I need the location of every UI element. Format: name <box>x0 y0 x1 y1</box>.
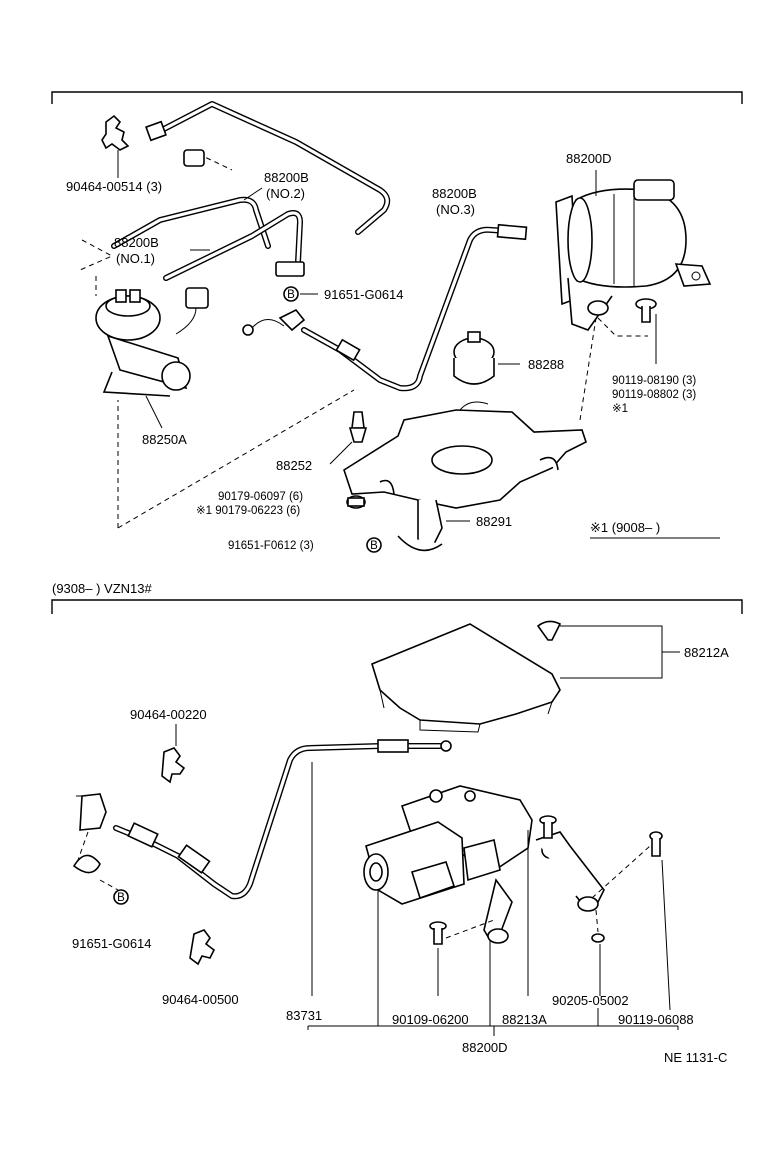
upper-frame <box>51 91 743 104</box>
hose-88200b-no3 <box>145 101 391 235</box>
hose-88200b-no1 <box>163 210 303 281</box>
label-90179-06097: 90179-06097 (6) <box>218 491 303 503</box>
label-88291: 88291 <box>476 514 512 529</box>
lower-frame <box>51 599 743 614</box>
bolt-mark: B <box>117 892 125 904</box>
label-88200b-no1: 88200B <box>114 235 159 250</box>
label-90119-08190: 90119-08190 (3) <box>612 375 696 387</box>
bracket-88291 <box>343 401 587 552</box>
clip-90464-00220 <box>161 747 186 784</box>
cover-88212a <box>371 620 562 733</box>
control-cable <box>242 223 528 392</box>
clip-90464-00514 <box>101 114 130 151</box>
hose-joint <box>275 261 305 277</box>
bolt-91651-g0614-lower: B <box>113 889 129 905</box>
label-88250a: 88250A <box>142 432 187 447</box>
washer-90205-05002 <box>591 909 605 943</box>
lower-header: (9308– ) VZN13# <box>52 581 152 596</box>
label-88200b-no3: 88200B <box>432 186 477 201</box>
label-88213a: 88213A <box>502 1012 547 1027</box>
label-90464-00514: 90464-00514 (3) <box>66 179 162 194</box>
label-90119-08802: 90119-08802 (3) <box>612 389 696 401</box>
screw-90109-06200 <box>429 921 447 945</box>
label-90464-00220: 90464-00220 <box>130 707 207 722</box>
screw-top <box>539 815 557 839</box>
label-90179-06223: ※1 90179-06223 (6) <box>196 505 300 517</box>
lower-section: (9308– ) VZN13# <box>51 581 743 1055</box>
bracket-clip <box>72 854 101 874</box>
cable-83731 <box>76 739 452 900</box>
bolt-mark: B <box>370 540 378 552</box>
label-88252: 88252 <box>276 458 312 473</box>
label-83731: 83731 <box>286 1008 322 1023</box>
part-88288 <box>453 331 495 385</box>
label-88200b-no2: 88200B <box>264 170 309 185</box>
fastener-88252 <box>348 411 368 443</box>
label-88200b-no2-sub: (NO.2) <box>266 186 305 201</box>
clip-90464-00500 <box>189 929 216 966</box>
label-88212a: 88212A <box>684 645 729 660</box>
screw-90119-06088 <box>649 831 663 857</box>
bolt-mark: B <box>287 289 295 301</box>
label-88200b-no1-sub: (NO.1) <box>116 251 155 266</box>
actuator-88250a <box>95 276 209 397</box>
screw-90119 <box>635 298 657 364</box>
connector-small <box>183 149 205 167</box>
unit-88200d-upper <box>555 179 712 331</box>
bolt-91651-f0612: B <box>366 537 382 553</box>
nut-90179 <box>346 495 366 509</box>
label-88200d-upper: 88200D <box>566 151 612 166</box>
label-88200b-no3-sub: (NO.3) <box>436 202 475 217</box>
label-note-period: ※1 (9008– ) <box>590 520 660 535</box>
motor-unit-88200d <box>363 785 605 944</box>
label-90464-00500: 90464-00500 <box>162 992 239 1007</box>
label-90205-05002: 90205-05002 <box>552 993 629 1008</box>
diagram-code: NE 1131-C <box>664 1050 727 1065</box>
hose-88200b-no2 <box>111 196 271 249</box>
label-88288: 88288 <box>528 357 564 372</box>
bolt-91651-g0614-upper: B <box>283 286 318 302</box>
label-91651-f0612: 91651-F0612 (3) <box>228 540 314 552</box>
label-note1: ※1 <box>612 403 628 415</box>
label-88200d-lower: 88200D <box>462 1040 508 1055</box>
label-91651-g0614-lower: 91651-G0614 <box>72 936 152 951</box>
label-90119-06088: 90119-06088 <box>618 1012 694 1027</box>
label-91651-g0614-upper: 91651-G0614 <box>324 287 404 302</box>
upper-section: B <box>51 91 743 553</box>
label-90109-06200: 90109-06200 <box>392 1012 469 1027</box>
